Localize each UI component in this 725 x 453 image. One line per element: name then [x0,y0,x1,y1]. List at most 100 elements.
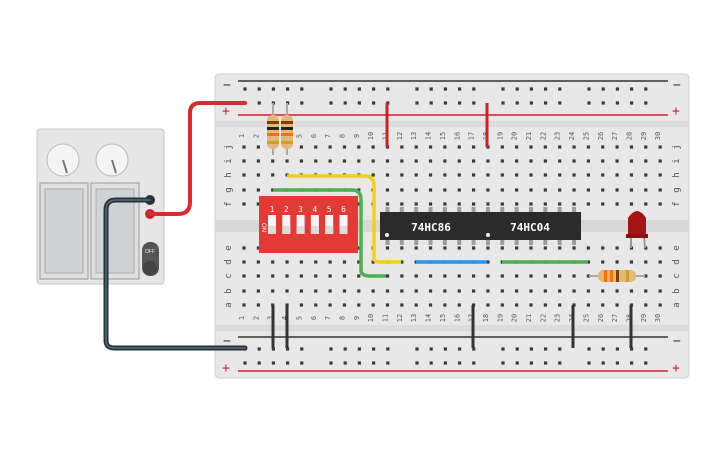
hole-top-20-3[interactable] [515,188,519,192]
hole-top-30-4[interactable] [658,202,662,206]
hole-top-12-3[interactable] [400,188,404,192]
hole-bottom-25-3[interactable] [586,289,590,293]
hole-bottom-22-3[interactable] [543,289,547,293]
hole-bottom-24-3[interactable] [572,289,576,293]
hole-top-16-2[interactable] [457,173,461,177]
hole-bottom-2-1[interactable] [256,260,260,264]
hole-top-11-4[interactable] [385,202,390,206]
rail-hole-1-1-1[interactable] [343,101,347,105]
hole-bottom-15-0[interactable] [443,246,447,250]
rail-hole-0-3-3[interactable] [544,87,548,91]
hole-top-12-4[interactable] [400,202,404,206]
hole-bottom-12-0[interactable] [400,246,404,250]
hole-bottom-6-3[interactable] [314,289,318,293]
hole-bottom-3-1[interactable] [271,260,275,264]
hole-bottom-25-2[interactable] [586,274,590,278]
hole-bottom-8-1[interactable] [342,260,347,264]
hole-bottom-20-3[interactable] [515,289,519,293]
hole-bottom-3-3[interactable] [271,289,275,293]
hole-bottom-27-1[interactable] [615,260,619,264]
rail-hole-1-2-3[interactable] [458,101,462,105]
hole-top-17-3[interactable] [472,188,476,192]
hole-bottom-26-0[interactable] [601,246,605,250]
hole-top-1-2[interactable] [242,173,246,177]
hole-bottom-21-4[interactable] [529,303,533,307]
hole-bottom-2-2[interactable] [256,274,260,278]
hole-bottom-11-0[interactable] [385,246,390,250]
hole-top-8-1[interactable] [342,159,347,163]
rail-hole-0-4-3[interactable] [630,87,634,91]
rail-hole-3-0-0[interactable] [243,361,247,365]
hole-top-26-0[interactable] [601,145,605,149]
hole-top-22-2[interactable] [543,173,547,177]
hole-top-17-0[interactable] [472,145,476,149]
hole-bottom-22-2[interactable] [543,274,547,278]
red-power-wire[interactable] [148,101,247,216]
hole-top-6-0[interactable] [314,145,318,149]
hole-top-27-2[interactable] [615,173,619,177]
hole-top-28-2[interactable] [629,173,634,177]
hole-top-23-2[interactable] [558,173,562,177]
rail-hole-2-3-3[interactable] [544,347,548,351]
dip-switch-toggle[interactable] [325,215,334,234]
dip-switch-toggle[interactable] [282,215,291,234]
hole-top-5-1[interactable] [299,159,303,163]
hole-bottom-25-0[interactable] [586,246,590,250]
hole-top-22-4[interactable] [543,202,547,206]
hole-bottom-16-4[interactable] [457,303,461,307]
hole-bottom-25-1[interactable] [586,260,590,264]
hole-top-1-0[interactable] [242,145,246,149]
hole-top-13-4[interactable] [414,202,418,206]
rail-hole-1-2-0[interactable] [415,101,419,105]
rail-hole-2-1-1[interactable] [343,347,347,351]
hole-bottom-5-2[interactable] [299,274,303,278]
rail-hole-1-3-1[interactable] [515,101,519,105]
rail-hole-0-0-4[interactable] [300,87,304,91]
hole-bottom-7-4[interactable] [328,303,332,307]
rail-hole-3-4-3[interactable] [630,361,634,365]
rail-hole-0-1-1[interactable] [343,87,347,91]
hole-top-20-0[interactable] [515,145,519,149]
hole-bottom-25-4[interactable] [586,303,590,307]
hole-top-18-4[interactable] [486,202,490,206]
hole-bottom-18-0[interactable] [486,246,490,250]
hole-top-23-0[interactable] [558,145,562,149]
rail-hole-1-1-0[interactable] [329,101,333,105]
rail-hole-2-2-4[interactable] [472,347,476,351]
rail-hole-2-1-3[interactable] [372,347,376,351]
hole-bottom-9-3[interactable] [357,289,361,293]
hole-top-9-0[interactable] [357,145,361,149]
hole-bottom-26-1[interactable] [601,260,605,264]
rail-hole-0-0-1[interactable] [257,87,261,91]
hole-bottom-19-3[interactable] [500,289,504,293]
hole-bottom-18-1[interactable] [486,260,490,264]
hole-bottom-14-4[interactable] [428,303,433,307]
hole-top-21-1[interactable] [529,159,533,163]
hole-bottom-22-4[interactable] [543,303,547,307]
rail-hole-1-4-2[interactable] [615,101,619,105]
hole-top-27-0[interactable] [615,145,619,149]
hole-top-16-3[interactable] [457,188,461,192]
hole-top-15-0[interactable] [443,145,447,149]
rail-hole-3-2-1[interactable] [429,361,433,365]
hole-bottom-28-3[interactable] [629,289,634,293]
hole-top-21-0[interactable] [529,145,533,149]
hole-bottom-30-2[interactable] [658,274,662,278]
hole-top-21-2[interactable] [529,173,533,177]
hole-bottom-29-0[interactable] [644,246,648,250]
hole-top-13-1[interactable] [414,159,418,163]
hole-bottom-7-1[interactable] [328,260,332,264]
rail-hole-2-3-4[interactable] [558,347,562,351]
rail-hole-0-4-2[interactable] [615,87,619,91]
hole-top-11-1[interactable] [385,159,390,163]
hole-bottom-9-4[interactable] [357,303,361,307]
rail-hole-3-4-2[interactable] [615,361,619,365]
hole-bottom-22-0[interactable] [543,246,547,250]
hole-top-1-4[interactable] [242,202,246,206]
hole-top-23-4[interactable] [558,202,562,206]
power-supply[interactable]: OFF [36,128,165,285]
hole-bottom-30-3[interactable] [658,289,662,293]
hole-bottom-27-3[interactable] [615,289,619,293]
hole-top-28-3[interactable] [629,188,634,192]
